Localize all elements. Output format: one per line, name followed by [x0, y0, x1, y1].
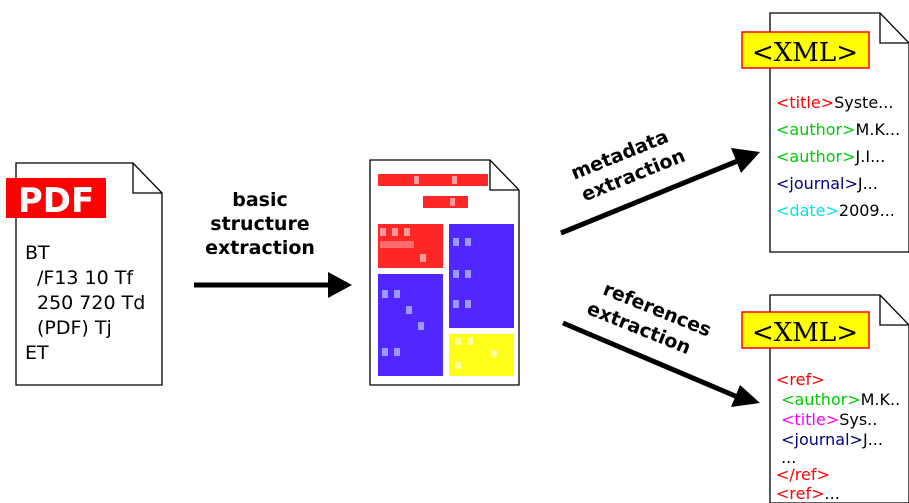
- zone-author: [423, 196, 468, 208]
- xml-refs-line-3: <title>Sys..: [776, 410, 877, 429]
- xml-metadata-document: <XML> <title>Syste... <author>M.K... <au…: [741, 12, 909, 253]
- zone-abstract: [378, 224, 443, 268]
- xml-meta-page-outline: [769, 12, 909, 253]
- xml-references-document: <XML> <ref> <author>M.K.. <title>Sys.. <…: [741, 294, 909, 503]
- xml-meta-line-5: <date>2009...: [776, 201, 895, 220]
- xml-tag: <journal>: [776, 430, 863, 449]
- pdf-page-fold: [132, 163, 162, 194]
- xml-refs-line-4: <journal>J...: [776, 430, 883, 449]
- pdf-code-line-4: (PDF) Tj: [37, 317, 112, 339]
- metadata-arrow: [560, 157, 741, 236]
- pdf-document: PDF BT /F13 10 Tf 250 720 Td (PDF) Tj ET: [6, 162, 163, 386]
- xml-meta-line-2: <author>M.K...: [776, 120, 900, 139]
- zone-references: [449, 334, 514, 376]
- xml-value: ...: [825, 484, 840, 503]
- xml-tag: <date>: [776, 201, 839, 220]
- references-step: references extraction: [562, 278, 760, 407]
- xml-meta-line-4: <journal>J...: [776, 174, 878, 193]
- xml-value: Syste...: [834, 93, 893, 112]
- xml-tag: <title>: [776, 93, 834, 112]
- structured-document: [369, 159, 520, 386]
- pdf-page-outline: [15, 162, 163, 386]
- xml-tag: <ref>: [776, 370, 825, 389]
- zone-title-gap-1: [414, 176, 419, 184]
- metadata-step: metadata extraction: [560, 126, 760, 236]
- pdf-badge-bg: [6, 178, 106, 218]
- basic-label-line-3: extraction: [205, 237, 315, 259]
- xml-value: J...: [857, 174, 878, 193]
- pdf-code-line-5: ET: [25, 342, 49, 364]
- xml-tag: <author>: [776, 120, 856, 139]
- xml-tag: <journal>: [776, 174, 858, 193]
- xml-refs-badge-bg: [741, 311, 870, 349]
- xml-refs-line-1: <ref>: [776, 370, 825, 389]
- xml-refs-line-2: <author>M.K..: [776, 390, 900, 409]
- zone-author-gap: [450, 198, 455, 206]
- references-arrowhead: [731, 385, 760, 407]
- xml-refs-line-6: </ref>: [776, 465, 830, 484]
- pdf-badge: PDF: [18, 181, 94, 221]
- pdf-code-line-3: 250 720 Td: [37, 292, 145, 314]
- xml-value: J...: [862, 430, 883, 449]
- xml-value: M.K..: [861, 390, 901, 409]
- xml-meta-badge: <XML>: [752, 38, 858, 68]
- zone-title: [378, 174, 488, 186]
- xml-refs-line-7: <ref>...: [776, 484, 840, 503]
- xml-meta-badge-bg: [741, 31, 870, 69]
- zone-body-left: [378, 274, 443, 376]
- basic-structure-step: basic structure extraction: [194, 189, 352, 298]
- xml-tag: <title>: [776, 410, 839, 429]
- zone-title-gap-2: [452, 176, 457, 184]
- xml-meta-page-fold: [879, 13, 909, 44]
- xml-tag: <author>: [776, 147, 856, 166]
- basic-structure-arrowhead: [328, 272, 352, 298]
- pdf-code-line-2: /F13 10 Tf: [37, 267, 134, 289]
- basic-label-line-2: structure: [210, 213, 309, 235]
- xml-tag: <ref>: [776, 484, 825, 503]
- xml-refs-page-fold: [879, 295, 909, 326]
- xml-meta-line-1: <title>Syste...: [776, 93, 893, 112]
- xml-value: M.K...: [856, 120, 901, 139]
- xml-value: 2009...: [839, 201, 895, 220]
- structured-page-fold: [489, 160, 519, 191]
- xml-value: ...: [776, 448, 796, 467]
- pdf-code-line-1: BT: [25, 242, 50, 264]
- basic-label-line-1: basic: [232, 189, 288, 211]
- xml-refs-badge: <XML>: [752, 318, 858, 348]
- xml-value: Sys..: [839, 410, 877, 429]
- xml-value: J.I...: [855, 147, 886, 166]
- references-arrow: [562, 320, 741, 401]
- xml-refs-line-5: ...: [776, 448, 796, 467]
- zone-body-right: [449, 224, 514, 328]
- xml-tag: <author>: [776, 390, 861, 409]
- xml-tag: </ref>: [776, 465, 830, 484]
- metadata-arrowhead: [731, 148, 760, 173]
- xml-meta-line-3: <author>J.I...: [776, 147, 885, 166]
